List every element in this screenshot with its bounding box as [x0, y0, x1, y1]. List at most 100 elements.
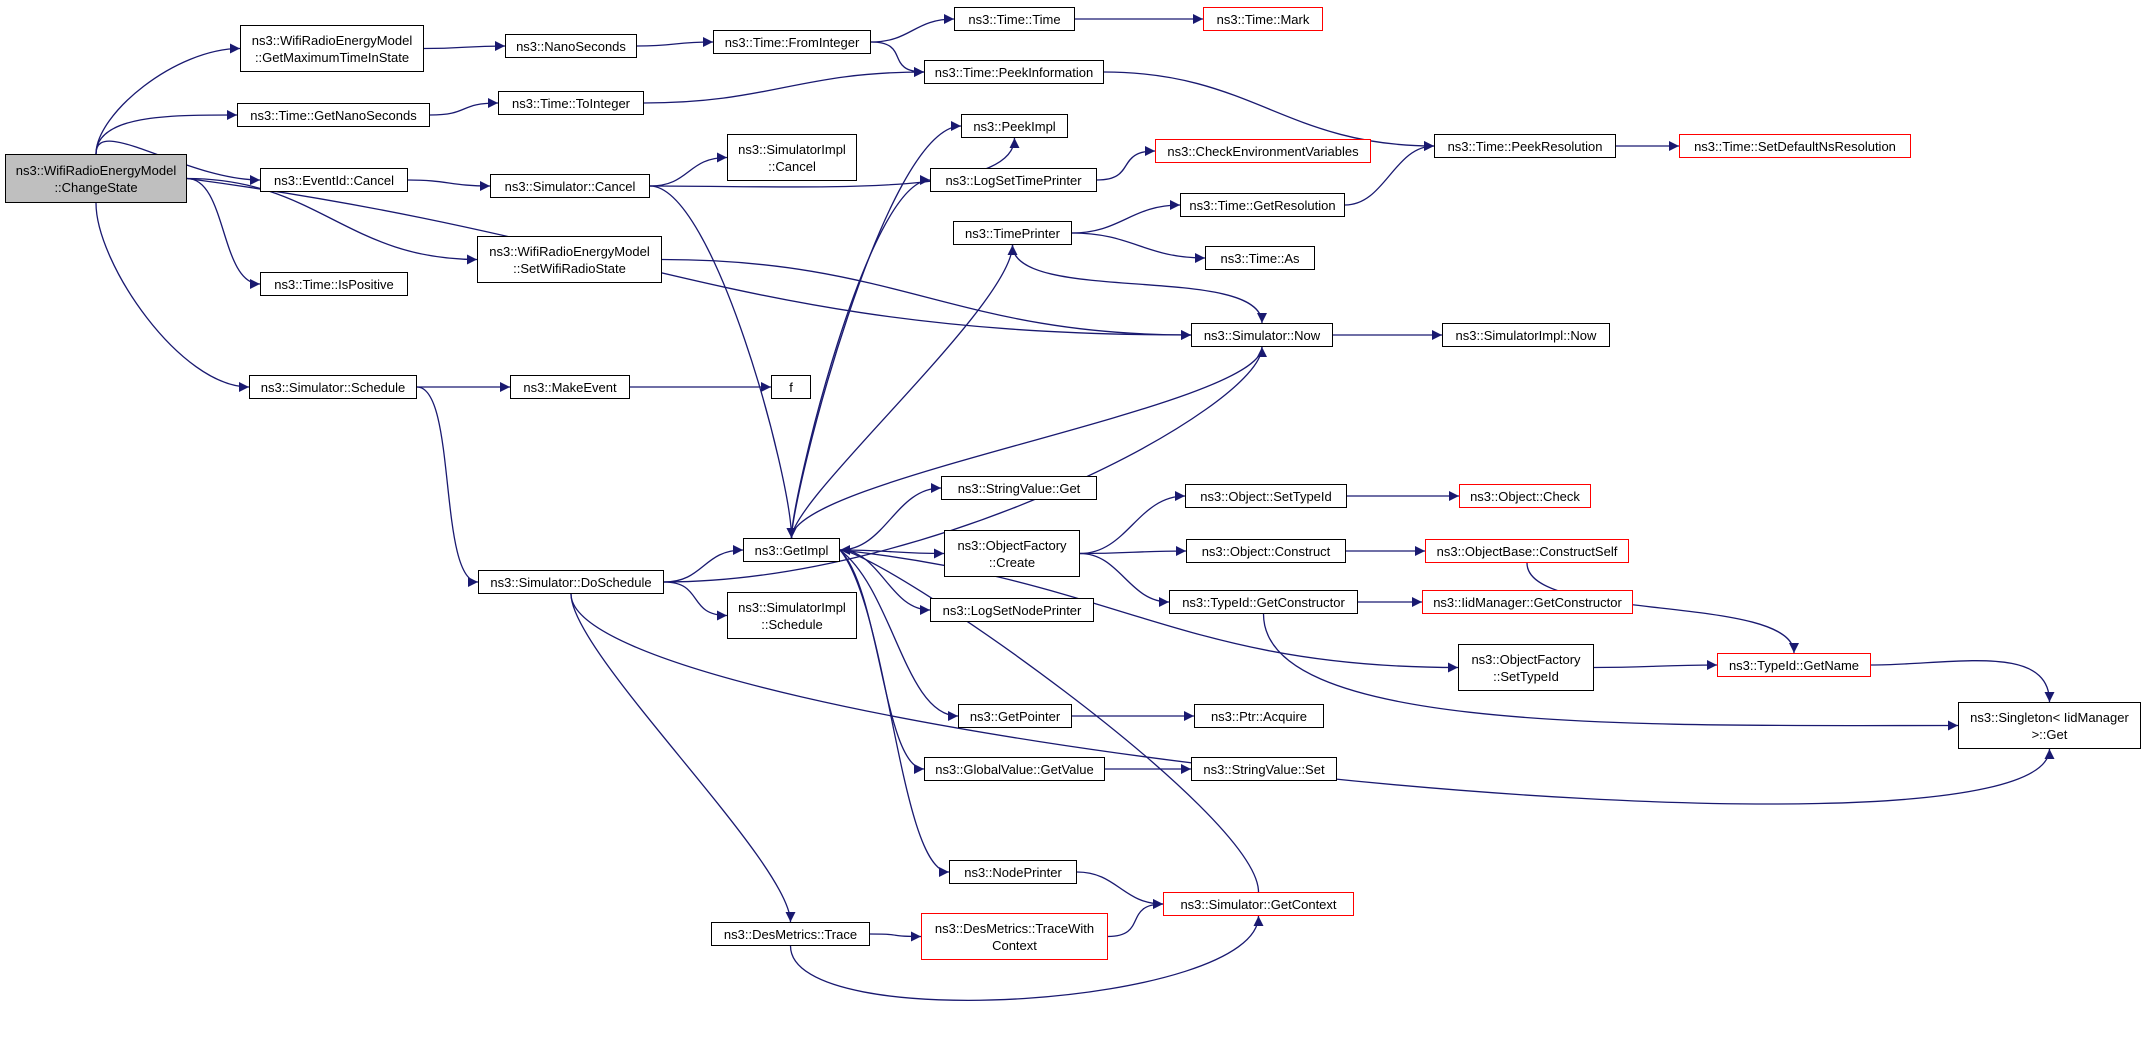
- edge-simulator_cancel-to-simimpl_cancel: [649, 152, 728, 187]
- node-getpointer[interactable]: ns3::GetPointer: [958, 704, 1072, 728]
- edge-doschedule-to-getimpl: [663, 545, 744, 583]
- node-makeevent[interactable]: ns3::MakeEvent: [510, 375, 630, 399]
- edge-typeid_getconstructor-to-singleton_get: [1262, 613, 1959, 731]
- edge-desmetrics_trace-to-tracewithcontext: [869, 931, 922, 942]
- node-wifiradioenergymodel-setwifiradiostate[interactable]: ns3::WifiRadioEnergyModel ::SetWifiRadio…: [477, 236, 662, 283]
- edge-getmaxtime-to-nanoseconds: [423, 41, 506, 52]
- node-time-getnanoseconds[interactable]: ns3::Time::GetNanoSeconds: [237, 103, 430, 127]
- node-time-peekresolution[interactable]: ns3::Time::PeekResolution: [1434, 134, 1616, 158]
- node-object-construct[interactable]: ns3::Object::Construct: [1186, 539, 1346, 563]
- node-time-ispositive[interactable]: ns3::Time::IsPositive: [260, 272, 408, 296]
- node-checkenvironmentvariables[interactable]: ns3::CheckEnvironmentVariables: [1155, 139, 1371, 163]
- edge-getimpl-to-getpointer: [839, 549, 959, 721]
- edge-setwifiradiostate-to-simulator_now: [661, 258, 1192, 340]
- edge-of_settypeid-to-typeid_getname: [1593, 660, 1718, 671]
- node-simulator-now[interactable]: ns3::Simulator::Now: [1191, 323, 1333, 347]
- edge-changestate-to-eventid_cancel: [95, 140, 261, 185]
- node-ptr-acquire[interactable]: ns3::Ptr::Acquire: [1194, 704, 1324, 728]
- node-simulator-doschedule[interactable]: ns3::Simulator::DoSchedule: [478, 570, 664, 594]
- node-stringvalue-get[interactable]: ns3::StringValue::Get: [941, 476, 1097, 500]
- edge-logsettimeprinter-to-checkenv: [1096, 146, 1156, 181]
- node-time-getresolution[interactable]: ns3::Time::GetResolution: [1180, 193, 1345, 217]
- edge-frominteger-to-peekinformation: [870, 41, 925, 77]
- edge-getimpl-to-logsettimeprinter: [790, 175, 931, 539]
- node-time-mark[interactable]: ns3::Time::Mark: [1203, 7, 1323, 31]
- edge-tointeger-to-peekinformation: [643, 67, 925, 104]
- node-object-settypeid[interactable]: ns3::Object::SetTypeId: [1185, 484, 1347, 508]
- edge-timeprinter-to-time_as: [1071, 232, 1206, 263]
- node-peekimpl[interactable]: ns3::PeekImpl: [961, 114, 1068, 138]
- node-simulatorimpl-cancel[interactable]: ns3::SimulatorImpl ::Cancel: [727, 134, 857, 181]
- edge-simulator_cancel-to-peekimpl: [649, 137, 1020, 188]
- edge-changestate-to-setwifiradiostate: [186, 177, 478, 265]
- node-object-check[interactable]: ns3::Object::Check: [1459, 484, 1591, 508]
- edge-changestate-to-getnanoseconds: [95, 109, 238, 155]
- edge-getcontext-to-getimpl: [839, 545, 1260, 893]
- node-objectfactory-create[interactable]: ns3::ObjectFactory ::Create: [944, 530, 1080, 577]
- edge-typeid_getname-to-singleton_get: [1870, 660, 2055, 703]
- edge-changestate-to-simulator_now: [186, 177, 1192, 340]
- edge-timeprinter-to-simulator_now: [1011, 244, 1267, 324]
- node-objectbase-constructself[interactable]: ns3::ObjectBase::ConstructSelf: [1425, 539, 1629, 563]
- edge-changestate-to-simulator_schedule: [95, 202, 250, 392]
- edge-getimpl-to-logsetnodeprinter: [839, 549, 931, 615]
- edge-timeprinter-to-getresolution: [1071, 200, 1181, 234]
- node-time-as[interactable]: ns3::Time::As: [1205, 246, 1315, 270]
- node-logsetnodeprinter[interactable]: ns3::LogSetNodePrinter: [930, 598, 1094, 622]
- edge-objectfactory_create-to-object_settypeid: [1079, 491, 1186, 555]
- node-simulatorimpl-now[interactable]: ns3::SimulatorImpl::Now: [1442, 323, 1610, 347]
- node-typeid-getconstructor[interactable]: ns3::TypeId::GetConstructor: [1169, 590, 1358, 614]
- edge-peekinformation-to-peekresolution: [1103, 71, 1435, 151]
- edge-desmetrics_trace-to-getcontext: [789, 915, 1264, 1001]
- node-wifiradioenergymodel-getmaximumtimeinstate[interactable]: ns3::WifiRadioEnergyModel ::GetMaximumTi…: [240, 25, 424, 72]
- edge-getimpl-to-stringvalue_get: [839, 483, 942, 551]
- node-objectfactory-settypeid[interactable]: ns3::ObjectFactory ::SetTypeId: [1458, 644, 1594, 691]
- edge-objectfactory_create-to-typeid_getconstructor: [1079, 552, 1170, 607]
- node-f[interactable]: f: [771, 375, 811, 399]
- edge-simulator_now-to-getimpl: [786, 346, 1263, 539]
- edge-simulator_schedule-to-doschedule: [416, 386, 479, 587]
- edge-doschedule-to-simimpl_schedule: [663, 581, 728, 621]
- edge-frominteger-to-time_time: [870, 14, 955, 43]
- node-time-tointeger[interactable]: ns3::Time::ToInteger: [498, 91, 644, 115]
- node-time-setdefaultnsresolution[interactable]: ns3::Time::SetDefaultNsResolution: [1679, 134, 1911, 158]
- node-nodeprinter[interactable]: ns3::NodePrinter: [949, 860, 1077, 884]
- node-eventid-cancel[interactable]: ns3::EventId::Cancel: [260, 168, 408, 192]
- edge-simulator_cancel-to-getimpl: [649, 185, 797, 539]
- edge-nanoseconds-to-frominteger: [636, 37, 714, 48]
- edge-tracewithcontext-to-getcontext: [1107, 899, 1164, 938]
- node-getimpl[interactable]: ns3::GetImpl: [743, 538, 840, 562]
- node-globalvalue-getvalue[interactable]: ns3::GlobalValue::GetValue: [924, 757, 1105, 781]
- node-time-time[interactable]: ns3::Time::Time: [954, 7, 1075, 31]
- edge-getimpl-to-timeprinter: [790, 244, 1018, 539]
- edge-getimpl-to-objectfactory_create: [839, 548, 945, 559]
- edge-constructself-to-typeid_getname: [1526, 562, 1799, 654]
- node-timeprinter[interactable]: ns3::TimePrinter: [953, 221, 1072, 245]
- edge-eventid_cancel-to-simulator_cancel: [407, 179, 491, 191]
- edge-getimpl-to-nodeprinter: [839, 549, 950, 877]
- edge-nodeprinter-to-getcontext: [1076, 871, 1164, 909]
- edge-getnanoseconds-to-tointeger: [429, 98, 499, 116]
- node-typeid-getname[interactable]: ns3::TypeId::GetName: [1717, 653, 1871, 677]
- edge-objectfactory_create-to-object_construct: [1079, 546, 1187, 557]
- edge-changestate-to-getmaxtime: [95, 43, 241, 155]
- node-desmetrics-tracewithcontext[interactable]: ns3::DesMetrics::TraceWith Context: [921, 913, 1108, 960]
- node-time-peekinformation[interactable]: ns3::Time::PeekInformation: [924, 60, 1104, 84]
- node-iidmanager-getconstructor[interactable]: ns3::IidManager::GetConstructor: [1422, 590, 1633, 614]
- edge-changestate-to-ispositive: [186, 177, 261, 289]
- node-simulator-getcontext[interactable]: ns3::Simulator::GetContext: [1163, 892, 1354, 916]
- node-logsettimeprinter[interactable]: ns3::LogSetTimePrinter: [930, 168, 1097, 192]
- node-wifiradioenergymodel-changestate: ns3::WifiRadioEnergyModel ::ChangeState: [5, 154, 187, 203]
- edge-getresolution-to-peekresolution: [1344, 141, 1435, 206]
- node-desmetrics-trace[interactable]: ns3::DesMetrics::Trace: [711, 922, 870, 946]
- node-time-frominteger[interactable]: ns3::Time::FromInteger: [713, 30, 871, 54]
- node-simulatorimpl-schedule[interactable]: ns3::SimulatorImpl ::Schedule: [727, 592, 857, 639]
- node-simulator-schedule[interactable]: ns3::Simulator::Schedule: [249, 375, 417, 399]
- edge-doschedule-to-desmetrics_trace: [570, 593, 796, 923]
- node-singleton-iidmanager-get[interactable]: ns3::Singleton< IidManager >::Get: [1958, 702, 2141, 749]
- node-nanoseconds[interactable]: ns3::NanoSeconds: [505, 34, 637, 58]
- node-stringvalue-set[interactable]: ns3::StringValue::Set: [1191, 757, 1337, 781]
- node-simulator-cancel[interactable]: ns3::Simulator::Cancel: [490, 174, 650, 198]
